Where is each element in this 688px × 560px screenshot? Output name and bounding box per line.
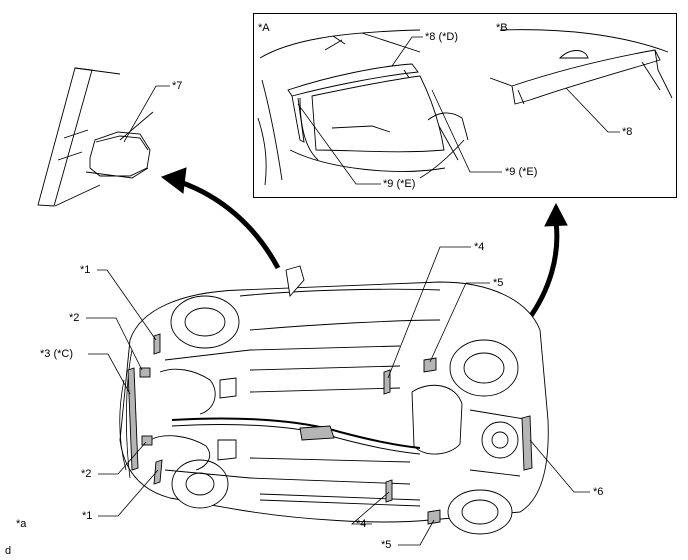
- side-mirror-illustration: [37, 67, 154, 207]
- wheel-front-right: [170, 295, 240, 349]
- callout-2-top: *2: [69, 312, 80, 324]
- callout-mirror: *7: [172, 80, 183, 92]
- marked-parts: [127, 333, 533, 525]
- callout-6: *6: [593, 486, 604, 498]
- callout-spoiler-b: *8: [622, 126, 633, 138]
- corner-mark: d: [5, 545, 12, 557]
- wheel-rear-right: [449, 339, 519, 397]
- callout-4-bottom: *4: [356, 518, 367, 530]
- view-label: *a: [16, 518, 27, 530]
- callout-5-top: *5: [493, 277, 504, 289]
- callout-molding-right: *9 (*E): [505, 166, 538, 178]
- inset-frame: [253, 13, 677, 198]
- arrow-to-mirror: [160, 167, 281, 270]
- underbody-illustration: [119, 265, 549, 535]
- callout-spoiler-a: *8 (*D): [425, 31, 459, 43]
- inset-b-label: *B: [496, 22, 508, 34]
- wheel-front-left: [171, 459, 229, 509]
- leader-lines: [86, 36, 620, 546]
- callout-molding-left: *9 (*E): [383, 178, 416, 190]
- callout-1-top: *1: [80, 264, 91, 276]
- arrow-to-inset: [525, 202, 568, 322]
- callout-2-bottom: *2: [81, 468, 92, 480]
- inset-a-label: *A: [258, 22, 270, 34]
- callout-4-top: *4: [474, 241, 485, 253]
- callout-3: *3 (*C): [40, 348, 74, 360]
- inset-a-illustration: [257, 29, 469, 186]
- inset-b-illustration: [489, 29, 673, 105]
- callout-5-bottom: *5: [381, 539, 392, 551]
- wheel-rear-left: [447, 489, 513, 535]
- callout-1-bottom: *1: [82, 510, 93, 522]
